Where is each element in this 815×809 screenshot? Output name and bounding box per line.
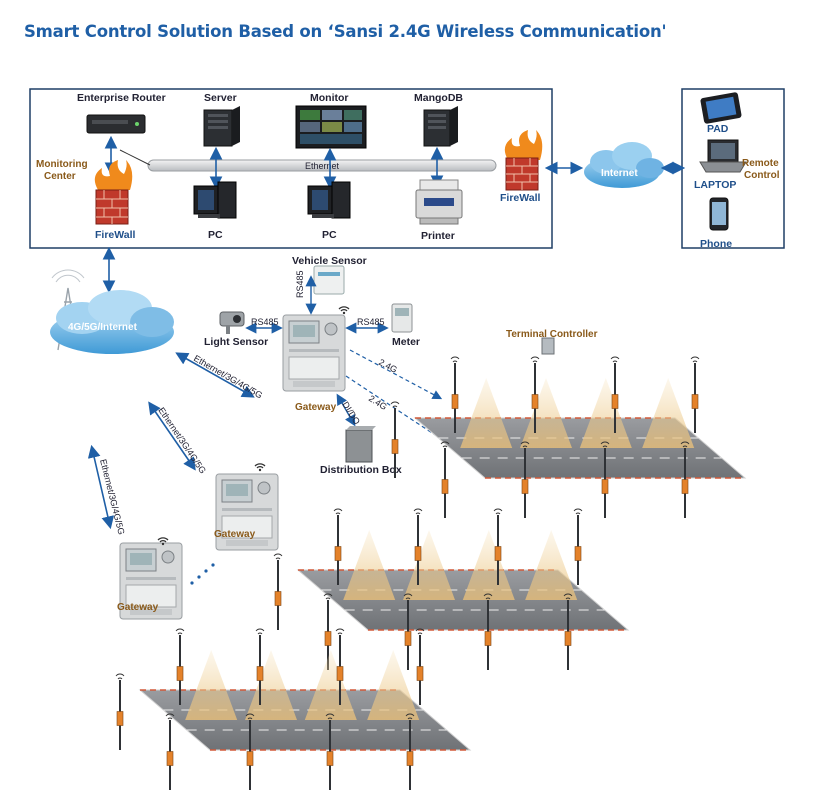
firewall-left-label: FireWall: [95, 229, 136, 241]
ethernet-link-label-3: Ethernet/3G/4G/5G: [98, 458, 126, 536]
page-title: Smart Control Solution Based on ‘Sansi 2…: [24, 22, 667, 41]
terminal-controller-icon: [541, 337, 555, 355]
di-do-label: DI/DO: [340, 400, 362, 427]
light-beam: [245, 650, 297, 720]
router-icon: [86, 114, 146, 134]
ethernet-bus: [147, 159, 497, 172]
ethernet-label: Ethernet: [305, 161, 340, 171]
gateway-2-label: Gateway: [214, 529, 256, 540]
more-gateways-dots: [190, 563, 215, 585]
rs485-right-label: RS485: [357, 317, 385, 327]
monitoring-center-label-1: Monitoring: [36, 159, 88, 170]
vehicle-sensor-label: Vehicle Sensor: [292, 255, 367, 267]
pad-label: PAD: [707, 123, 729, 135]
light-sensor-label: Light Sensor: [204, 336, 268, 348]
pc-1-icon: [193, 181, 237, 219]
phone-label: Phone: [700, 238, 732, 250]
light-beam: [460, 378, 513, 448]
mangodb-label: MangoDB: [414, 92, 463, 104]
server-label: Server: [204, 92, 237, 104]
printer-label: Printer: [421, 230, 455, 242]
meter-icon: [391, 303, 413, 333]
database-server-icon: [423, 106, 458, 147]
printer-icon: [415, 179, 463, 225]
light-beam: [525, 530, 578, 600]
light-beam: [579, 378, 632, 448]
distribution-box-label: Distribution Box: [320, 464, 402, 476]
internet-label: Internet: [601, 168, 638, 179]
laptop-label: LAPTOP: [694, 179, 736, 191]
enterprise-router-label: Enterprise Router: [77, 92, 166, 104]
light-beam: [520, 378, 572, 448]
distribution-box-icon: [345, 426, 376, 463]
road-segment-3: [115, 628, 472, 790]
ethernet-link-label-2: Ethernet/3G/4G/5G: [156, 406, 208, 476]
pc-2-label: PC: [322, 229, 337, 241]
terminal-controller-label: Terminal Controller: [506, 329, 598, 340]
road-segment-1: [390, 356, 747, 518]
pc-1-label: PC: [208, 229, 223, 241]
light-beam: [642, 378, 695, 448]
pc-2-icon: [307, 181, 351, 219]
wifi-icon: [338, 306, 350, 315]
light-beam: [462, 530, 515, 600]
rs485-left-label: RS485: [251, 317, 279, 327]
road-segment-2: [273, 508, 630, 670]
link-2-4g-label-2: 2.4G: [367, 393, 389, 412]
light-beam: [343, 530, 396, 600]
vehicle-sensor-icon: [313, 265, 345, 295]
laptop-icon: [699, 139, 747, 173]
4g-5g-internet-cloud-icon: [50, 290, 174, 354]
gateway-3-label: Gateway: [117, 602, 159, 613]
rs485-vertical-label: RS485: [295, 270, 305, 298]
light-beam: [367, 650, 420, 720]
meter-label: Meter: [392, 336, 420, 348]
monitor-label: Monitor: [310, 92, 349, 104]
firewall-right-label: FireWall: [500, 192, 541, 204]
monitoring-center-label-2: Center: [44, 171, 76, 182]
4g-5g-internet-label: 4G/5G/Internet: [68, 322, 138, 333]
link-2-4g-label-1: 2.4G: [377, 357, 399, 375]
light-beam: [185, 650, 238, 720]
monitor-wall-icon: [295, 105, 367, 149]
ethernet-link-label-1: Ethernet/3G/4G/5G: [192, 353, 264, 400]
wifi-icon: [254, 463, 266, 472]
light-beam: [304, 650, 357, 720]
remote-control-label-1: Remote: [742, 158, 779, 169]
internet-cloud-icon: [584, 142, 664, 188]
gateway-main-label: Gateway: [295, 402, 337, 413]
firewall-right-icon: [504, 130, 543, 191]
remote-control-label-2: Control: [744, 170, 780, 181]
light-sensor-icon: [219, 311, 245, 334]
gateway-main-icon: [282, 314, 346, 392]
phone-icon: [709, 197, 729, 231]
server-icon: [203, 106, 240, 147]
street-lighting-roads: [115, 356, 747, 790]
light-beam: [403, 530, 455, 600]
tablet-icon: [700, 92, 742, 124]
firewall-left-icon: [94, 160, 133, 225]
